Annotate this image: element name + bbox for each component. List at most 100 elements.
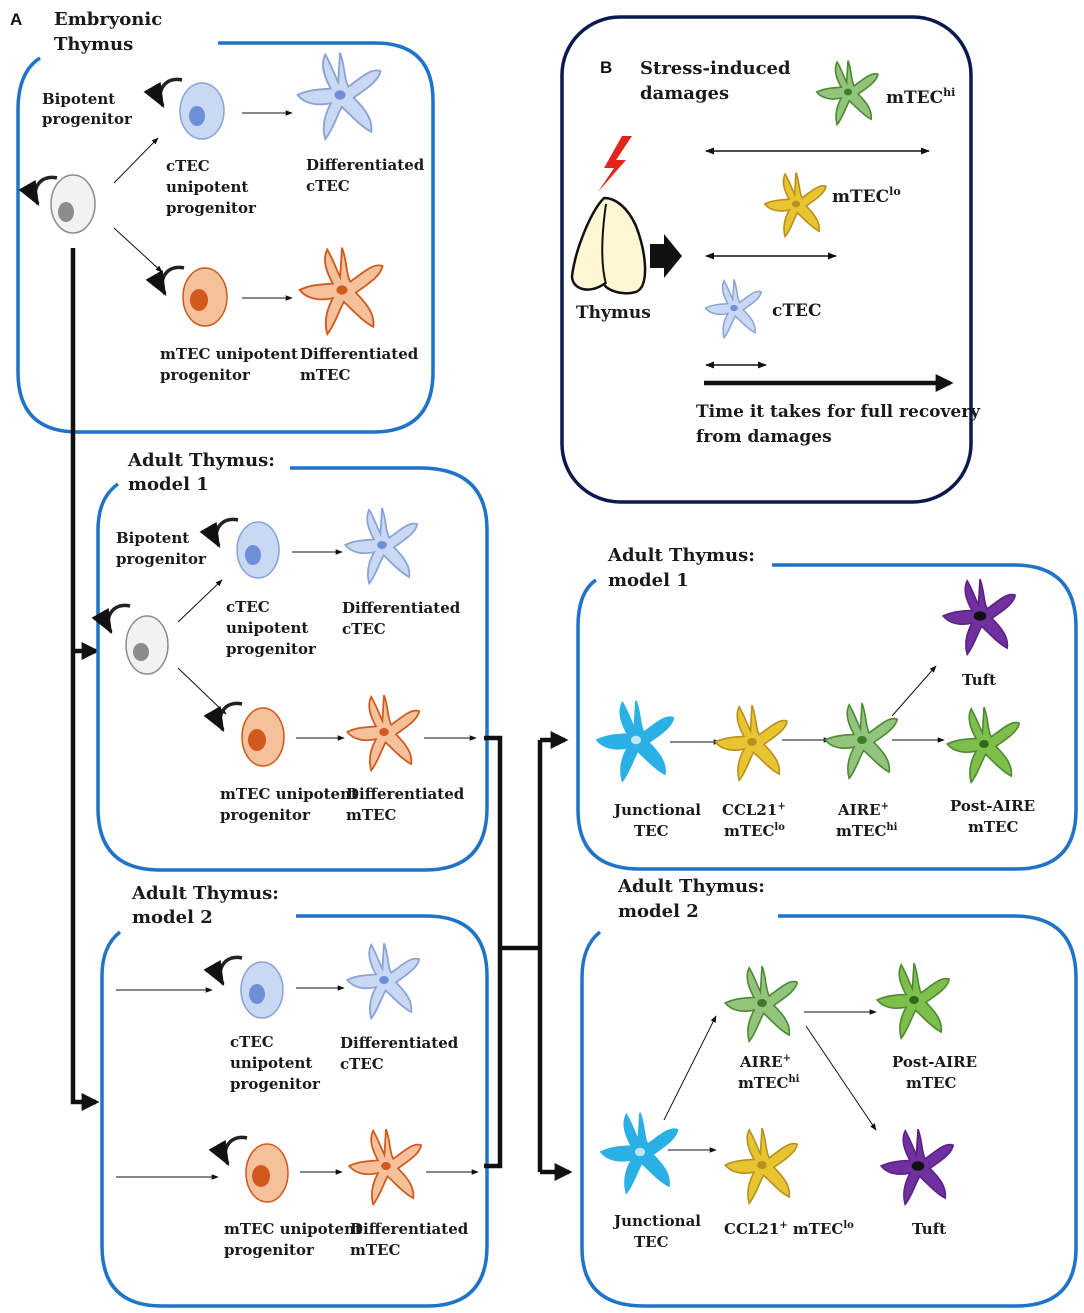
adult-model1-title-2: model 1 bbox=[128, 474, 209, 495]
mtec-model1-aire-1: AIRE+ bbox=[837, 801, 889, 819]
cycle-arrow-icon bbox=[223, 1135, 249, 1166]
differentiated-ctec-cell bbox=[344, 507, 419, 585]
mtec-model2-ccl21: CCL21+ mTEClo bbox=[724, 1220, 854, 1238]
embryonic-diff-mtec-1: Differentiated bbox=[300, 345, 419, 363]
differentiated-mtec-cell bbox=[346, 694, 421, 772]
mtec-model1-postaire-2: mTEC bbox=[968, 818, 1018, 836]
embryonic-title-2: Thymus bbox=[54, 34, 133, 55]
mtec-model1-box: Adult Thymus: model 1 Junctional TEC CCL… bbox=[576, 545, 1078, 871]
bipotent-progenitor-cell bbox=[125, 615, 169, 675]
mtec-model1-title-1: Adult Thymus: bbox=[607, 545, 755, 566]
mtec-model2-postaire-2: mTEC bbox=[906, 1074, 956, 1092]
adult-model1-diff-ctec-2: cTEC bbox=[342, 620, 386, 638]
adult-model1-diff-mtec-1: Differentiated bbox=[346, 785, 465, 803]
panel-b-time-2: from damages bbox=[696, 427, 832, 447]
adult-model2-diff-mtec-1: Differentiated bbox=[350, 1220, 469, 1238]
aire-mtec-hi-cell bbox=[724, 965, 799, 1043]
cycle-arrow-icon bbox=[158, 77, 184, 108]
post-aire-mtec-cell bbox=[876, 962, 951, 1040]
panel-b-letter: B bbox=[600, 58, 612, 77]
mtec-model1-junctional-1: Junctional bbox=[612, 801, 701, 819]
adult-model2-title-1: Adult Thymus: bbox=[131, 883, 279, 904]
tuft-cell bbox=[942, 578, 1017, 656]
mtec-model2-junctional-2: TEC bbox=[634, 1233, 669, 1251]
adult-model1-bipotent-1: Bipotent bbox=[116, 529, 189, 547]
embryonic-mtec-prog-1: mTEC unipotent bbox=[160, 345, 298, 363]
lineage-connector-main bbox=[70, 248, 100, 1111]
panel-b-ctec: cTEC bbox=[772, 301, 822, 321]
ctec-cell bbox=[704, 278, 763, 339]
adult-model2-ctec-prog-1: cTEC bbox=[230, 1033, 274, 1051]
cycle-arrow-icon bbox=[160, 265, 186, 296]
embryonic-diff-ctec-1: Differentiated bbox=[306, 156, 425, 174]
mtec-model2-title-1: Adult Thymus: bbox=[617, 876, 765, 897]
mtec-model1-postaire-1: Post-AIRE bbox=[950, 797, 1035, 815]
mtec-lo-cell bbox=[763, 171, 827, 238]
mtec-model2-aire-1: AIRE+ bbox=[739, 1053, 791, 1071]
embryonic-ctec-prog-2: unipotent bbox=[166, 178, 248, 196]
mtec-model1-junctional-2: TEC bbox=[634, 822, 669, 840]
mtec-progenitor-cell bbox=[245, 1143, 289, 1203]
ctec-progenitor-cell bbox=[179, 82, 225, 140]
mtec-model1-title-2: model 1 bbox=[608, 570, 689, 591]
lightning-icon bbox=[598, 136, 632, 192]
adult-model1-diff-ctec-1: Differentiated bbox=[342, 599, 461, 617]
thymus-organ-icon bbox=[570, 196, 647, 295]
mtec-model2-postaire-1: Post-AIRE bbox=[892, 1053, 977, 1071]
panel-a-letter: A bbox=[10, 10, 22, 29]
adult-model1-box: Adult Thymus: model 1 Bipotent progenito… bbox=[96, 450, 489, 872]
embryonic-diff-mtec-2: mTEC bbox=[300, 366, 350, 384]
differentiated-ctec-cell bbox=[346, 942, 421, 1020]
cycle-arrow-icon bbox=[218, 955, 244, 986]
differentiated-ctec-cell bbox=[296, 51, 382, 141]
mtec-model1-aire-2: mTEChi bbox=[836, 822, 898, 840]
embryonic-bipotent-label-1: Bipotent bbox=[42, 90, 115, 108]
adult-model2-mtec-prog-1: mTEC unipotent bbox=[224, 1220, 362, 1238]
mtec-model1-ccl21-2: mTEClo bbox=[724, 822, 785, 840]
adult-model2-diff-ctec-1: Differentiated bbox=[340, 1034, 459, 1052]
bipotent-progenitor-cell bbox=[50, 174, 96, 234]
mtec-lineage-connector bbox=[484, 731, 573, 1181]
ctec-progenitor-cell bbox=[240, 961, 284, 1019]
mtec-model1-ccl21-1: CCL21+ bbox=[722, 801, 786, 819]
adult-model2-diff-mtec-2: mTEC bbox=[350, 1241, 400, 1259]
junctional-tec-cell bbox=[596, 700, 675, 782]
adult-model2-mtec-prog-2: progenitor bbox=[224, 1241, 315, 1259]
mtec-model2-tuft: Tuft bbox=[912, 1220, 946, 1238]
differentiated-mtec-cell bbox=[348, 1128, 423, 1206]
aire-mtec-hi-cell bbox=[824, 702, 899, 780]
adult-model2-box: Adult Thymus: model 2 cTEC unipotent pro… bbox=[100, 883, 489, 1308]
cycle-arrow-icon bbox=[106, 603, 132, 634]
adult-model1-diff-mtec-2: mTEC bbox=[346, 806, 396, 824]
ccl21-mtec-lo-cell bbox=[714, 704, 789, 782]
adult-model1-mtec-prog-2: progenitor bbox=[220, 806, 311, 824]
mtec-progenitor-cell bbox=[182, 267, 228, 327]
adult-model2-ctec-prog-3: progenitor bbox=[230, 1075, 321, 1093]
panel-b-title-1: Stress-induced bbox=[640, 58, 791, 79]
cycle-arrow-icon bbox=[218, 701, 244, 732]
ctec-progenitor-cell bbox=[236, 521, 280, 579]
embryonic-diff-ctec-2: cTEC bbox=[306, 177, 350, 195]
adult-model1-mtec-prog-1: mTEC unipotent bbox=[220, 785, 358, 803]
mtec-hi-cell bbox=[815, 59, 879, 126]
mtec-model2-aire-2: mTEChi bbox=[738, 1074, 800, 1092]
tuft-cell bbox=[880, 1128, 955, 1206]
panel-b-title-2: damages bbox=[640, 83, 729, 104]
block-arrow-icon bbox=[650, 234, 682, 278]
cycle-arrow-icon bbox=[214, 517, 240, 548]
embryonic-mtec-prog-2: progenitor bbox=[160, 366, 251, 384]
embryonic-ctec-prog-3: progenitor bbox=[166, 199, 257, 217]
adult-model2-diff-ctec-2: cTEC bbox=[340, 1055, 384, 1073]
embryonic-thymus-box: Embryonic Thymus Bipotent progenitor cTE… bbox=[16, 9, 435, 434]
panel-b-mtec-hi: mTEChi bbox=[886, 86, 955, 108]
adult-model1-bipotent-2: progenitor bbox=[116, 550, 207, 568]
embryonic-ctec-prog-1: cTEC bbox=[166, 157, 210, 175]
adult-model1-ctec-prog-1: cTEC bbox=[226, 598, 270, 616]
panel-b-box: B Stress-induced damages Thymus mTEChi m… bbox=[560, 15, 981, 504]
embryonic-bipotent-label-2: progenitor bbox=[42, 110, 133, 128]
embryonic-title-1: Embryonic bbox=[54, 9, 162, 30]
adult-model1-title-1: Adult Thymus: bbox=[127, 450, 275, 471]
post-aire-mtec-cell bbox=[946, 706, 1021, 784]
mtec-progenitor-cell bbox=[241, 707, 285, 767]
